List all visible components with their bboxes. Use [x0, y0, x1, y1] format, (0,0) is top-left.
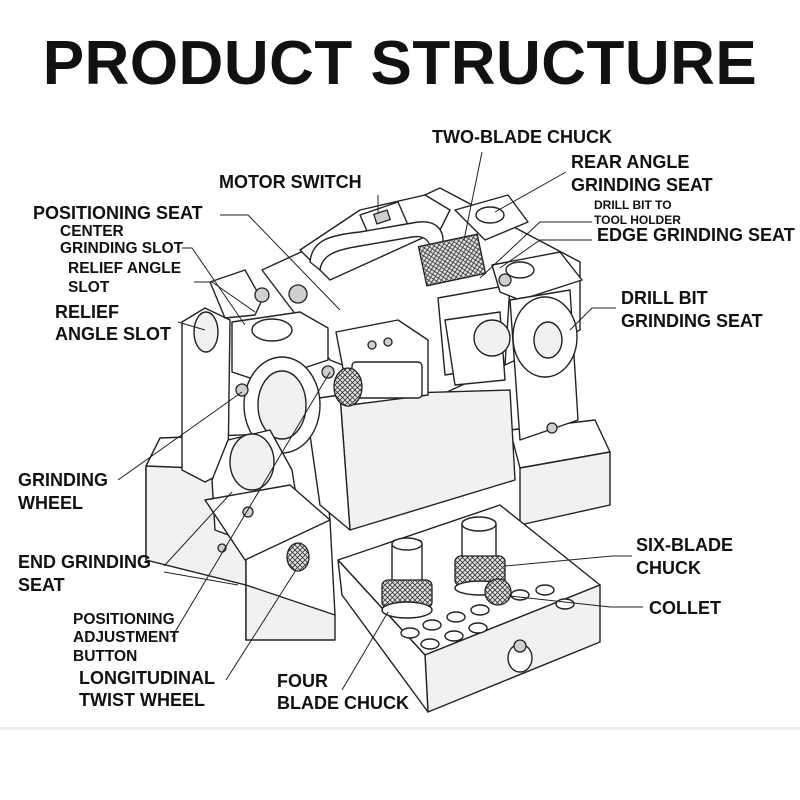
grinding-wheel — [235, 356, 321, 454]
edge-grinding-seat — [491, 251, 583, 301]
label-two-blade-chuck: TWO-BLADE CHUCK — [432, 127, 612, 147]
label-relief-slot-small-line1: RELIEF ANGLE — [68, 260, 181, 277]
relief-angle-block — [181, 269, 263, 483]
label-four-blade-chuck-line1: FOUR — [277, 671, 328, 691]
adjust-button — [321, 319, 429, 407]
label-four-blade-chuck-line2: BLADE CHUCK — [277, 693, 409, 713]
machine-illustration — [145, 187, 611, 713]
label-positioning-button-line3: BUTTON — [73, 648, 137, 665]
label-drill-bit-holder-line2: TOOL HOLDER — [594, 213, 681, 227]
label-motor-switch: MOTOR SWITCH — [219, 172, 362, 192]
callout-labels: TWO-BLADE CHUCK REAR ANGLE GRINDING SEAT… — [18, 127, 795, 713]
twist-wheel — [286, 542, 310, 572]
label-grinding-wheel-line2: WHEEL — [18, 493, 83, 513]
label-twist-wheel-line1: LONGITUDINAL — [79, 668, 215, 688]
label-drill-bit-holder-line1: DRILL BIT TO — [594, 198, 672, 212]
label-edge-grinding-seat: EDGE GRINDING SEAT — [597, 225, 795, 245]
leader-lines — [117, 151, 643, 691]
label-six-blade-chuck-line1: SIX-BLADE — [636, 535, 733, 555]
page-title: PRODUCT STRUCTURE — [42, 29, 758, 98]
label-twist-wheel-line2: TWIST WHEEL — [79, 690, 205, 710]
collet — [484, 578, 512, 606]
drill-bit-seat — [509, 289, 579, 441]
label-end-grinding-seat-line1: END GRINDING — [18, 552, 151, 572]
label-six-blade-chuck-line2: CHUCK — [636, 558, 701, 578]
label-drill-bit-seat-line2: GRINDING SEAT — [621, 311, 763, 331]
label-positioning-button-line2: ADJUSTMENT — [73, 629, 179, 646]
positioning-seat — [231, 284, 329, 383]
label-relief-slot-line1: RELIEF — [55, 302, 119, 322]
drill-holder — [417, 233, 511, 386]
label-center-slot-line1: CENTER — [60, 223, 124, 240]
label-grinding-wheel-line1: GRINDING — [18, 470, 108, 490]
four-blade-chuck — [381, 537, 433, 619]
label-rear-angle-seat-line2: GRINDING SEAT — [571, 175, 713, 195]
bottom-divider — [0, 727, 800, 730]
label-positioning-seat: POSITIONING SEAT — [33, 203, 203, 223]
label-relief-slot-line2: ANGLE SLOT — [55, 324, 171, 344]
label-drill-bit-seat-line1: DRILL BIT — [621, 288, 708, 308]
label-positioning-button-line1: POSITIONING — [73, 611, 175, 628]
label-center-slot-line2: GRINDING SLOT — [60, 240, 184, 257]
label-relief-slot-small-line2: SLOT — [68, 279, 110, 296]
label-end-grinding-seat-line2: SEAT — [18, 575, 65, 595]
rear-angle-seat — [454, 194, 529, 241]
label-rear-angle-seat-line1: REAR ANGLE — [571, 152, 689, 172]
label-collet: COLLET — [649, 598, 721, 618]
